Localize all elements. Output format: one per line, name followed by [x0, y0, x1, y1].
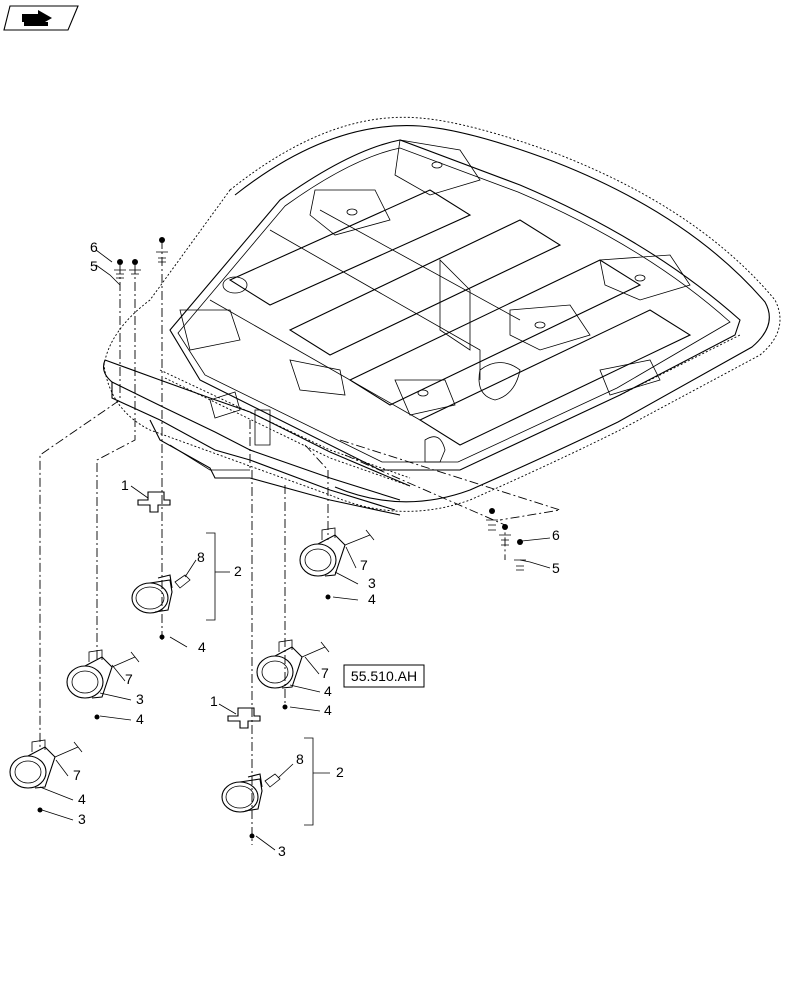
callout-5: 5	[552, 560, 560, 576]
callout-7: 7	[125, 671, 133, 687]
work-lamp-upper-right	[299, 527, 375, 600]
reference-link-55-510-ah[interactable]: 55.510.AH	[343, 664, 425, 688]
callout-7: 7	[321, 665, 329, 681]
callout-1: 1	[121, 477, 129, 493]
hardware-stack-left	[114, 237, 168, 279]
callout-4: 4	[324, 702, 332, 718]
cab-roof-assembly	[103, 116, 781, 516]
callout-3: 4	[78, 791, 86, 807]
callout-7: 7	[73, 767, 81, 783]
bracket-lower	[227, 707, 261, 729]
range-brace-lower	[304, 737, 314, 826]
lamp-assembly-upper	[131, 574, 191, 640]
callout-4: 3	[78, 811, 86, 827]
callout-4: 4	[368, 591, 376, 607]
callout-4: 4	[136, 711, 144, 727]
hardware-stack-right	[486, 508, 526, 571]
work-lamp-middle-left	[66, 649, 140, 720]
callout-2: 2	[234, 563, 242, 579]
callout-4: 3	[278, 843, 286, 859]
callout-2: 2	[336, 764, 344, 780]
callout-8: 8	[296, 751, 304, 767]
callout-6: 6	[90, 239, 98, 255]
reference-label: 55.510.AH	[351, 668, 417, 684]
leader-lines	[39, 249, 551, 851]
callout-8: 8	[197, 549, 205, 565]
callout-3: 4	[324, 683, 332, 699]
page-navigation-arrow-icon[interactable]	[3, 5, 79, 31]
callout-5: 5	[90, 258, 98, 274]
work-lamp-middle-right	[256, 639, 330, 710]
callout-4: 4	[198, 639, 206, 655]
callout-3: 3	[136, 691, 144, 707]
callout-7: 7	[360, 557, 368, 573]
lamp-assembly-lower	[221, 773, 281, 839]
callout-3: 3	[368, 575, 376, 591]
callout-labels: 6 5 1 8 2 4 7 3 4 6 5 7 3 4 7 4 4 1 7 4 …	[73, 239, 560, 859]
range-brace-upper	[206, 532, 216, 621]
callout-1: 1	[210, 693, 218, 709]
bracket-upper	[137, 491, 171, 513]
work-lamp-lower-left	[9, 739, 83, 813]
callout-6: 6	[552, 527, 560, 543]
